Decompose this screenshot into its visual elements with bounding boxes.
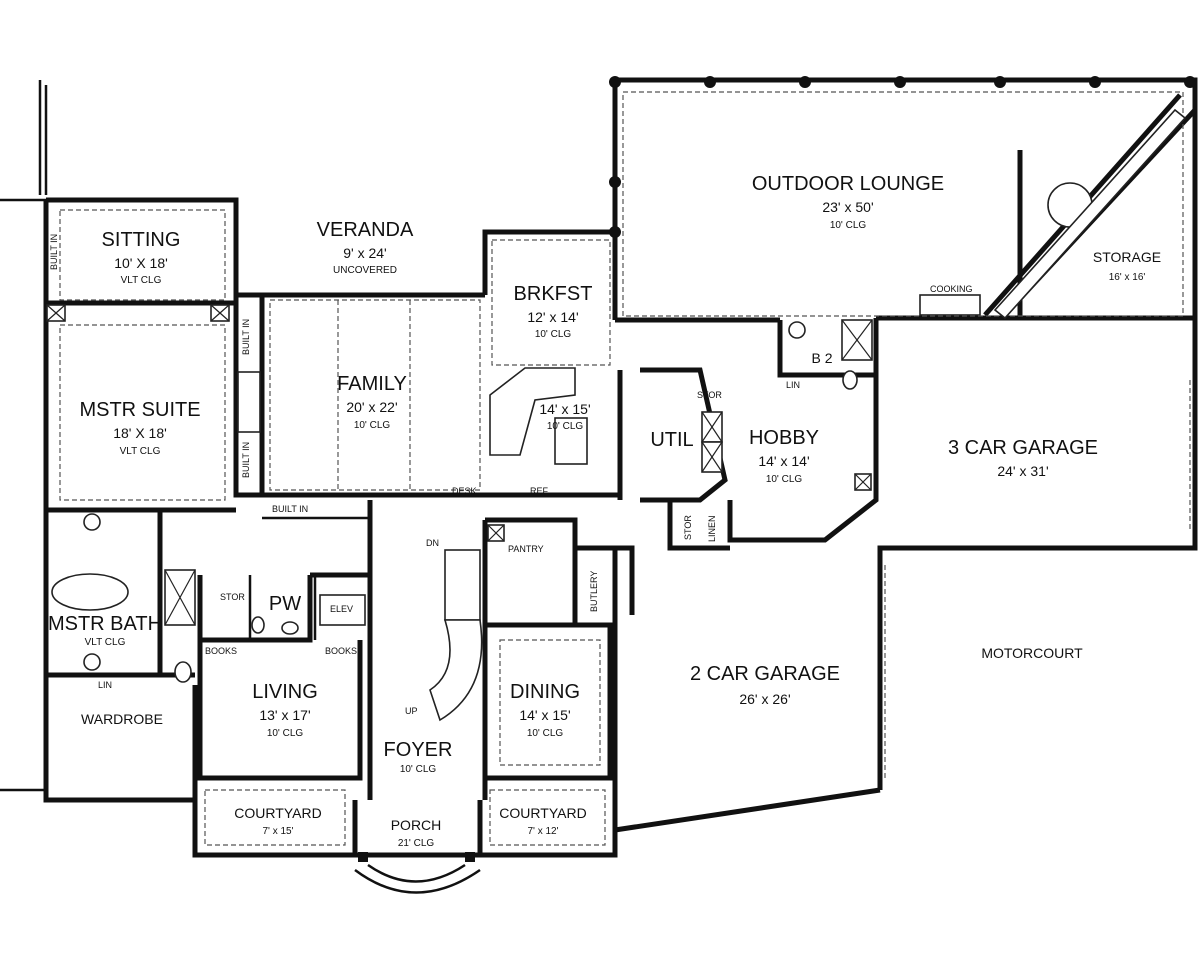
lin-label-bath: LIN (98, 680, 112, 690)
courtyard-right-name: COURTYARD (499, 805, 586, 821)
b2-name: B 2 (811, 350, 832, 366)
elev-label: ELEV (330, 604, 353, 614)
family-name: FAMILY (337, 373, 407, 395)
exterior-walls (0, 77, 1198, 858)
courtyard-left-size: 7' x 15' (262, 826, 293, 837)
stor-label-hall: STOR (683, 515, 693, 540)
wardrobe-name: WARDROBE (81, 711, 163, 727)
sitting-size: 10' X 18' (114, 255, 168, 271)
brkfst-size: 12' x 14' (527, 309, 578, 325)
pw-name: PW (269, 593, 301, 615)
dining-clg: 10' CLG (527, 728, 564, 739)
hobby-size: 14' x 14' (758, 453, 809, 469)
family-size: 20' x 22' (346, 399, 397, 415)
kitchen-size: 14' x 15' (539, 401, 590, 417)
kitchen-clg: 10' CLG (547, 421, 584, 432)
mstr-suite-size: 18' X 18' (113, 425, 167, 441)
living-clg: 10' CLG (267, 728, 304, 739)
stor-label-pw: STOR (220, 592, 245, 602)
dining-size: 14' x 15' (519, 707, 570, 723)
foyer-clg: 10' CLG (400, 764, 437, 775)
linen-label: LINEN (707, 515, 717, 542)
sitting-name: SITTING (102, 229, 181, 251)
dining-name: DINING (510, 681, 580, 703)
staircase (429, 549, 483, 722)
room-labels: OUTDOOR LOUNGE 23' x 50' 10' CLG VERANDA… (48, 173, 1161, 849)
hobby-name: HOBBY (749, 427, 819, 449)
sitting-clg: VLT CLG (121, 275, 162, 286)
two-car-garage-size: 26' x 26' (739, 691, 790, 707)
brkfst-name: BRKFST (514, 283, 593, 305)
hobby-clg: 10' CLG (766, 474, 803, 485)
outdoor-lounge-size: 23' x 50' (822, 199, 873, 215)
lin-label-b2: LIN (786, 380, 800, 390)
ref-label: REF (530, 486, 549, 496)
books-label-left: BOOKS (205, 646, 237, 656)
fixtures (46, 108, 1187, 894)
butlery-label: BUTLERY (589, 571, 599, 612)
books-label-right: BOOKS (325, 646, 357, 656)
built-in-label-hall: BUILT IN (272, 504, 308, 514)
util-name: UTIL (650, 429, 693, 451)
veranda-name: VERANDA (317, 219, 414, 241)
cooking-label: COOKING (930, 284, 973, 294)
stair-up-label: UP (405, 706, 418, 716)
three-car-garage-size: 24' x 31' (997, 463, 1048, 479)
foyer-name: FOYER (384, 739, 453, 761)
built-in-label-sitting: BUILT IN (49, 234, 59, 270)
courtyard-left-name: COURTYARD (234, 805, 321, 821)
veranda-size: 9' x 24' (343, 245, 386, 261)
living-size: 13' x 17' (259, 707, 310, 723)
storage-size: 16' x 16' (1109, 272, 1146, 283)
built-in-label-family-lower: BUILT IN (241, 442, 251, 478)
stor-label-util: STOR (697, 390, 722, 400)
brkfst-clg: 10' CLG (535, 329, 572, 340)
two-car-garage-name: 2 CAR GARAGE (690, 663, 840, 685)
porch-clg: 21' CLG (398, 838, 435, 849)
mstr-suite-clg: VLT CLG (120, 446, 161, 457)
family-clg: 10' CLG (354, 420, 391, 431)
outdoor-lounge-name: OUTDOOR LOUNGE (752, 173, 944, 195)
interior-walls (46, 93, 1197, 800)
mstr-suite-name: MSTR SUITE (79, 399, 200, 421)
mstr-bath-name: MSTR BATH (48, 613, 162, 635)
ceiling-lines (59, 91, 1191, 846)
living-name: LIVING (252, 681, 318, 703)
three-car-garage-name: 3 CAR GARAGE (948, 437, 1098, 459)
desk-label: DESK (452, 486, 477, 496)
built-in-label-family-upper: BUILT IN (241, 319, 251, 355)
porch-name: PORCH (391, 817, 442, 833)
veranda-clg: UNCOVERED (333, 265, 397, 276)
stair-dn-label: DN (426, 538, 439, 548)
columns (358, 76, 1196, 862)
outdoor-lounge-clg: 10' CLG (830, 220, 867, 231)
fixture-labels: BUILT IN BUILT IN BUILT IN BUILT IN COOK… (49, 234, 973, 716)
courtyard-right-size: 7' x 12' (527, 826, 558, 837)
mstr-bath-clg: VLT CLG (85, 637, 126, 648)
motorcourt-name: MOTORCOURT (981, 645, 1083, 661)
storage-name: STORAGE (1093, 249, 1161, 265)
pantry-label: PANTRY (508, 544, 544, 554)
